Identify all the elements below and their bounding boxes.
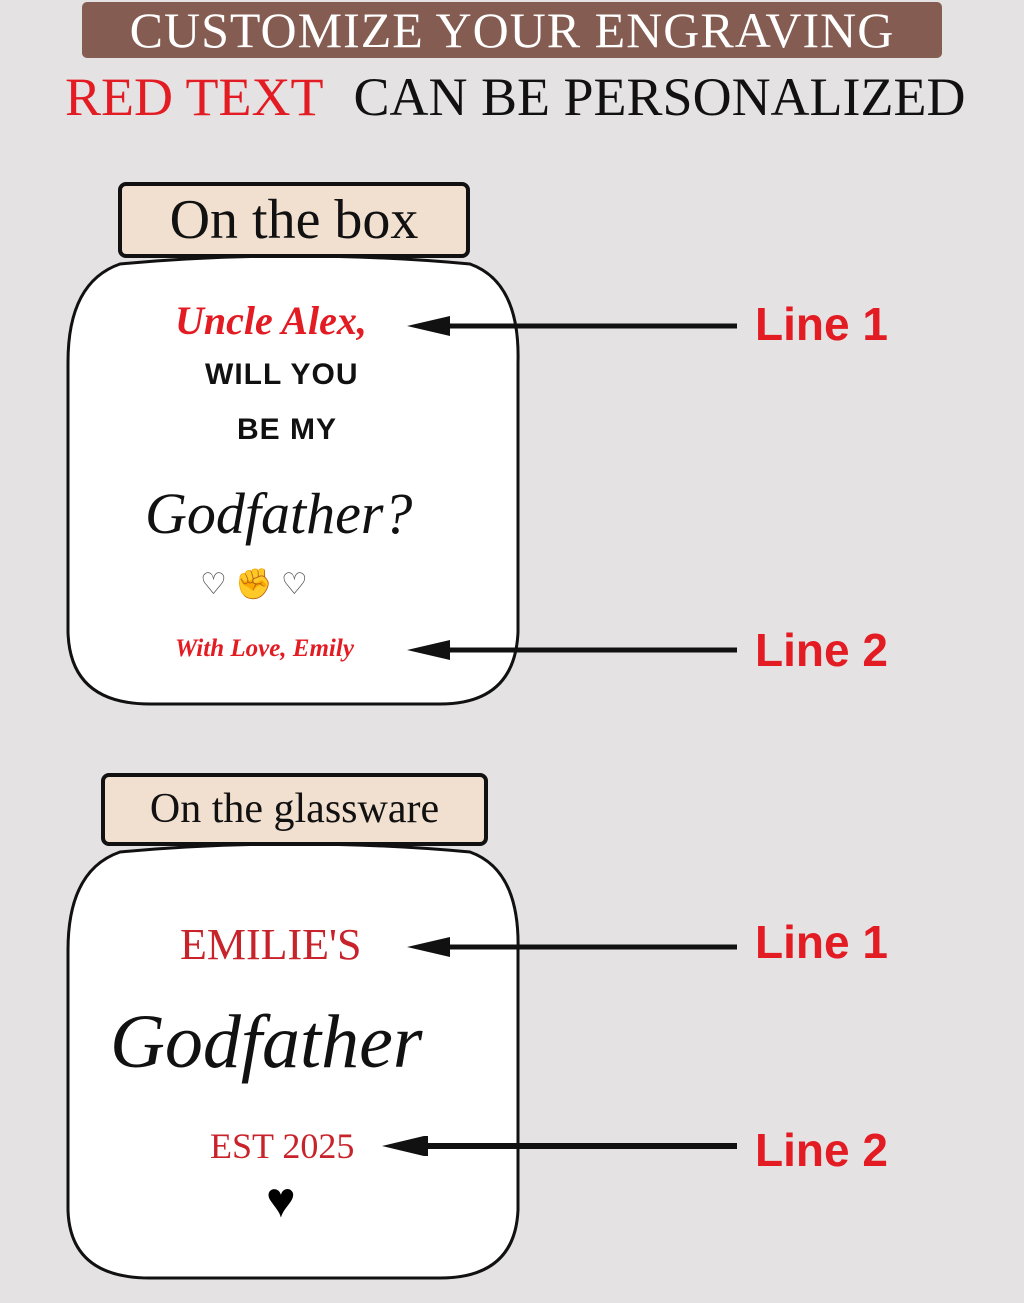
page-title: CUSTOMIZE YOUR ENGRAVING xyxy=(82,2,942,58)
glassware-tag: On the glassware xyxy=(101,773,488,846)
arrow-icon xyxy=(407,640,737,660)
subtitle-black: CAN BE PERSONALIZED xyxy=(353,67,966,127)
box-label-line2: Line 2 xyxy=(755,624,888,676)
heart-icon: ♥ xyxy=(266,1172,296,1228)
box-tag: On the box xyxy=(118,182,470,258)
subtitle-red: RED TEXT xyxy=(65,67,324,127)
box-script-text: Godfather? xyxy=(145,481,413,546)
box-text-be-my: BE MY xyxy=(237,413,338,446)
glass-line2-text: EST 2025 xyxy=(210,1126,355,1166)
arrow-icon xyxy=(407,316,737,336)
glass-script-text: Godfather xyxy=(110,1000,423,1084)
box-text-will-you: WILL YOU xyxy=(205,358,359,391)
glass-line1-text: EMILIE'S xyxy=(180,920,362,969)
box-line1-text: Uncle Alex, xyxy=(175,298,367,343)
glass-label-line2: Line 2 xyxy=(755,1124,888,1176)
arrow-icon xyxy=(382,1136,737,1156)
glass-label-line1: Line 1 xyxy=(755,916,888,968)
arrow-icon xyxy=(407,937,737,957)
subtitle: RED TEXT CAN BE PERSONALIZED xyxy=(65,66,966,128)
hands-hearts-icon: ♡ ✊ ♡ xyxy=(200,568,308,601)
box-label-line1: Line 1 xyxy=(755,298,888,350)
box-line2-text: With Love, Emily xyxy=(175,635,354,662)
